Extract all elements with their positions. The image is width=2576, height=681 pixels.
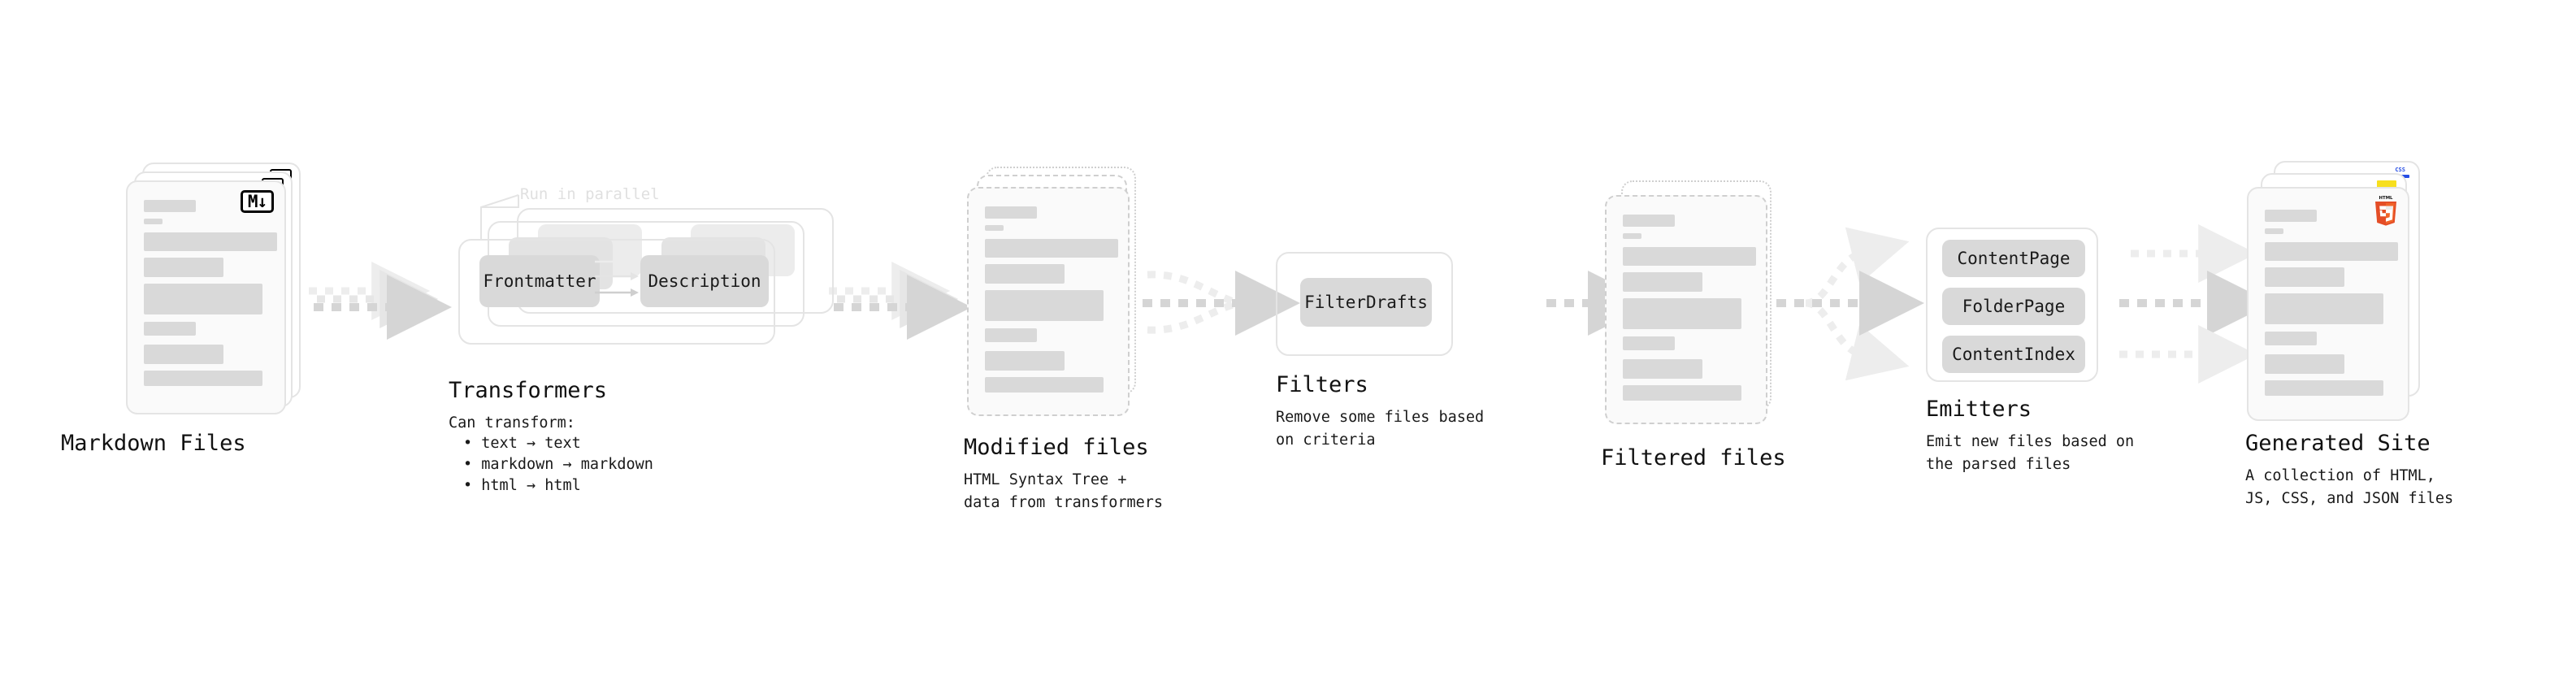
skeleton-line	[985, 290, 1104, 321]
skeleton-line	[2265, 332, 2317, 345]
skeleton-line	[1623, 298, 1741, 329]
generated-site-subtitle: A collection of HTML, JS, CSS, and JSON …	[2245, 467, 2454, 507]
generated-card-front-html: HTML	[2247, 187, 2409, 421]
stage-title-generated-site: Generated Site	[2245, 431, 2431, 456]
skeleton-line	[144, 371, 262, 386]
skeleton-line	[2265, 228, 2283, 234]
css3-label: CSS	[2395, 167, 2405, 173]
skeleton-line	[144, 219, 163, 224]
transformer-inner-arrows	[595, 258, 639, 297]
arrow-emitters-to-generated	[2119, 224, 2272, 384]
filtered-file-stack	[1605, 180, 1780, 424]
skeleton-line	[1623, 336, 1675, 350]
skeleton-line	[985, 239, 1118, 258]
arrow-transformers-to-modified	[829, 262, 972, 340]
arrow-markdown-to-transformers	[309, 262, 452, 340]
skeleton-line	[985, 328, 1037, 342]
modified-files-subtitle: HTML Syntax Tree + data from transformer…	[964, 471, 1164, 511]
stage-title-transformers: Transformers	[449, 378, 608, 403]
emitters-box[interactable]: ContentPage FolderPage ContentIndex	[1926, 228, 2098, 382]
stage-title-filtered-files: Filtered files	[1601, 445, 1786, 471]
skeleton-line	[2265, 354, 2344, 374]
filter-chip-filterdrafts[interactable]: FilterDrafts	[1300, 278, 1432, 327]
skeleton-line	[144, 258, 223, 277]
skeleton-line	[985, 206, 1037, 219]
stage-modified-files: Modified files HTML Syntax Tree + data f…	[964, 167, 1163, 511]
skeleton-line	[1623, 215, 1675, 227]
stage-title-emitters: Emitters	[1926, 397, 2032, 422]
generated-file-stack: CSS HTML	[2247, 161, 2422, 421]
skeleton-line	[985, 225, 1004, 231]
skeleton-line	[2265, 380, 2383, 396]
skeleton-line	[144, 345, 223, 364]
filters-subtitle: Remove some files based on criteria	[1276, 409, 1485, 449]
emitters-subtitle: Emit new files based on the parsed files	[1926, 433, 2135, 473]
transformer-chip-description[interactable]: Description	[640, 255, 769, 307]
stage-title-modified-files: Modified files	[964, 435, 1149, 460]
emitter-chip-contentindex[interactable]: ContentIndex	[1942, 336, 2085, 373]
skeleton-line	[2265, 210, 2317, 222]
skeleton-line	[2265, 242, 2398, 261]
stage-markdown-files: M↓ M↓ M↓ Markdown Files	[61, 163, 301, 456]
skeleton-line	[985, 351, 1065, 371]
skeleton-line	[2265, 293, 2383, 324]
skeleton-line	[2265, 267, 2344, 287]
skeleton-line	[144, 322, 196, 336]
stage-title-markdown-files: Markdown Files	[61, 431, 246, 456]
filters-box[interactable]: FilterDrafts	[1276, 252, 1453, 356]
markdown-card-front: M↓	[126, 180, 286, 414]
transformers-bullet-2: • html → html	[463, 477, 581, 494]
arrow-filtered-to-emitters	[1776, 227, 1924, 381]
run-in-parallel-label: Run in parallel	[520, 185, 660, 203]
stage-filtered-files: Filtered files	[1601, 180, 1786, 471]
emitter-chip-contentpage[interactable]: ContentPage	[1942, 240, 2085, 277]
html5-icon: HTML	[2375, 196, 2396, 226]
emitter-chip-folderpage[interactable]: FolderPage	[1942, 288, 2085, 325]
modified-card-front	[967, 187, 1130, 416]
stage-generated-site: CSS HTML	[2245, 161, 2453, 507]
svg-text:HTML: HTML	[2379, 196, 2394, 201]
skeleton-line	[144, 232, 277, 251]
markdown-badge-front: M↓	[241, 190, 274, 213]
skeleton-line	[1623, 359, 1702, 379]
skeleton-line	[1623, 272, 1702, 292]
skeleton-line	[985, 377, 1104, 393]
transformers-subtitle: Can transform:	[449, 414, 575, 432]
skeleton-line	[144, 200, 196, 212]
arrow-modified-to-filters	[1143, 271, 1300, 336]
transformers-bullet-0: • text → text	[463, 435, 581, 452]
modified-file-stack	[967, 167, 1142, 419]
transformers-bullet-1: • markdown → markdown	[463, 456, 653, 473]
skeleton-line	[985, 264, 1065, 284]
stage-title-filters: Filters	[1276, 372, 1368, 397]
skeleton-line	[144, 284, 262, 314]
transformer-chip-frontmatter[interactable]: Frontmatter	[479, 255, 600, 307]
transformer-box-front[interactable]: Frontmatter Description	[458, 239, 775, 345]
skeleton-line	[1623, 247, 1756, 266]
filtered-card-front	[1605, 195, 1767, 424]
skeleton-line	[1623, 385, 1741, 401]
skeleton-line	[1623, 233, 1641, 239]
markdown-file-stack: M↓ M↓ M↓	[126, 163, 301, 414]
